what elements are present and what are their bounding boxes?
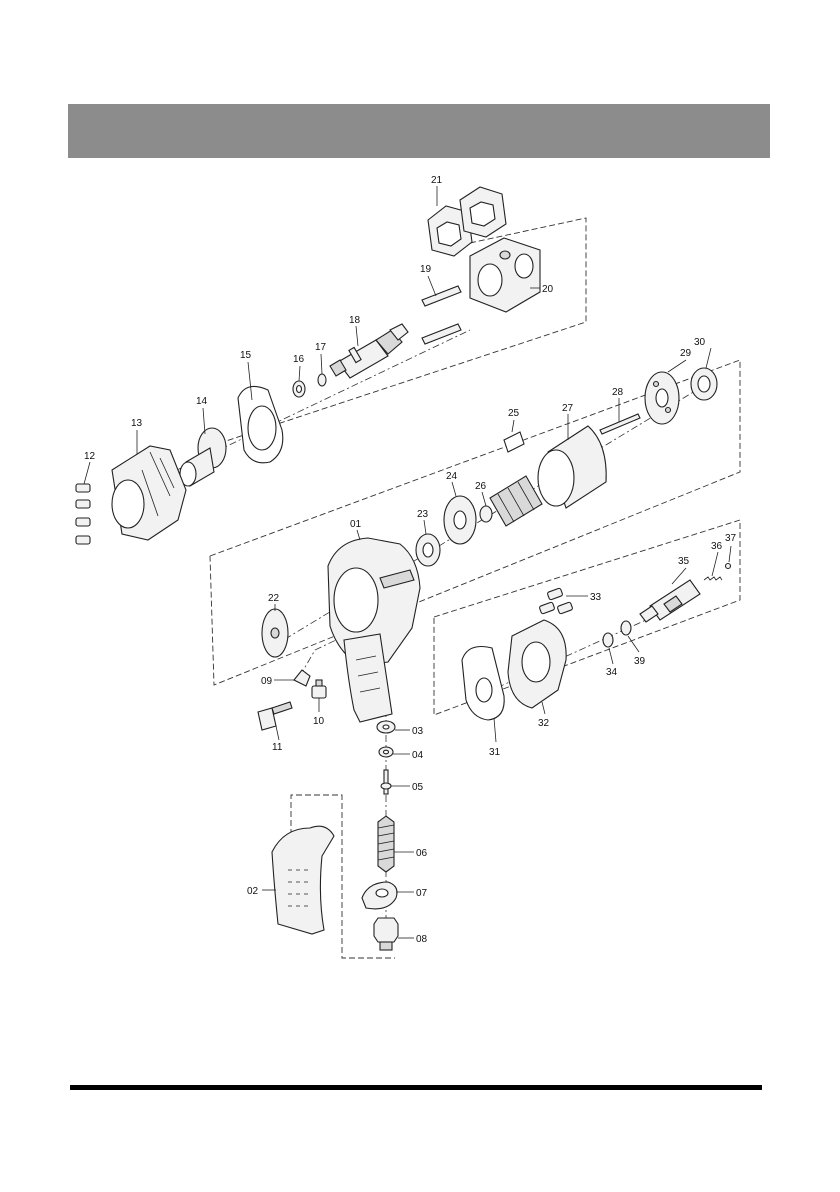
part-35-reverse-valve	[640, 580, 700, 622]
part-19-pins	[422, 286, 461, 344]
part-14-bushing	[180, 428, 226, 486]
part-13-front-housing	[112, 446, 186, 540]
label-23: 23	[417, 509, 429, 520]
label-20: 20	[542, 284, 554, 295]
part-22-knob	[262, 609, 288, 657]
part-33-screws	[539, 588, 573, 614]
label-14: 14	[196, 396, 208, 407]
label-09: 09	[261, 676, 273, 687]
part-30-bearing	[691, 368, 717, 400]
footer-rule	[70, 1085, 762, 1090]
part-12-screws	[76, 484, 90, 544]
part-20-hammer-cage	[470, 238, 540, 312]
part-36-spring	[704, 577, 722, 580]
part-18-anvil	[330, 324, 408, 378]
part-24-front-plate	[444, 496, 476, 544]
part-17-ring	[318, 374, 326, 386]
label-10: 10	[313, 716, 325, 727]
label-22: 22	[268, 593, 280, 604]
part-27-cylinder	[538, 426, 606, 508]
label-26: 26	[475, 481, 487, 492]
label-27: 27	[562, 403, 574, 414]
part-05-valve-stem	[381, 770, 391, 794]
label-05: 05	[412, 782, 424, 793]
part-37-ball	[726, 564, 731, 569]
label-01: 01	[350, 519, 362, 530]
label-07: 07	[416, 888, 428, 899]
label-18: 18	[349, 315, 361, 326]
label-17: 17	[315, 342, 327, 353]
label-32: 32	[538, 718, 550, 729]
part-06-spring	[378, 816, 394, 872]
label-34: 34	[606, 667, 618, 678]
part-28-pin	[600, 414, 640, 434]
label-12: 12	[84, 451, 96, 462]
part-03-nut	[377, 721, 395, 733]
part-15-gasket	[238, 386, 283, 462]
label-28: 28	[612, 387, 624, 398]
label-39: 39	[634, 656, 646, 667]
part-39-ring	[621, 621, 631, 635]
label-31: 31	[489, 747, 501, 758]
label-30: 30	[694, 337, 706, 348]
part-10-valve	[312, 680, 326, 698]
label-25: 25	[508, 408, 520, 419]
label-37: 37	[725, 533, 737, 544]
label-29: 29	[680, 348, 692, 359]
label-08: 08	[416, 934, 428, 945]
label-13: 13	[131, 418, 143, 429]
label-21: 21	[431, 175, 443, 186]
label-06: 06	[416, 848, 428, 859]
part-16-washer	[293, 381, 305, 397]
part-01-main-housing	[328, 538, 420, 722]
label-19: 19	[420, 264, 432, 275]
part-02-grip	[272, 826, 334, 934]
label-11: 11	[272, 742, 283, 753]
label-33: 33	[590, 592, 602, 603]
part-32-back-cap	[508, 620, 566, 708]
part-07-exhaust-diffuser	[362, 882, 397, 909]
label-35: 35	[678, 556, 690, 567]
part-23-bearing	[416, 534, 440, 566]
label-02: 02	[247, 886, 259, 897]
part-29-rear-plate	[645, 372, 679, 424]
part-04-washer	[379, 747, 393, 757]
label-16: 16	[293, 354, 305, 365]
part-11-trigger	[258, 702, 292, 730]
label-03: 03	[412, 726, 424, 737]
part-25-vanes	[504, 432, 524, 452]
part-26-rotor	[480, 476, 542, 526]
label-36: 36	[711, 541, 723, 552]
label-04: 04	[412, 750, 424, 761]
part-34-ring	[603, 633, 613, 647]
label-15: 15	[240, 350, 252, 361]
part-09-lever	[294, 670, 310, 686]
label-24: 24	[446, 471, 458, 482]
part-31-gasket	[462, 647, 504, 721]
part-08-air-inlet	[374, 918, 398, 950]
